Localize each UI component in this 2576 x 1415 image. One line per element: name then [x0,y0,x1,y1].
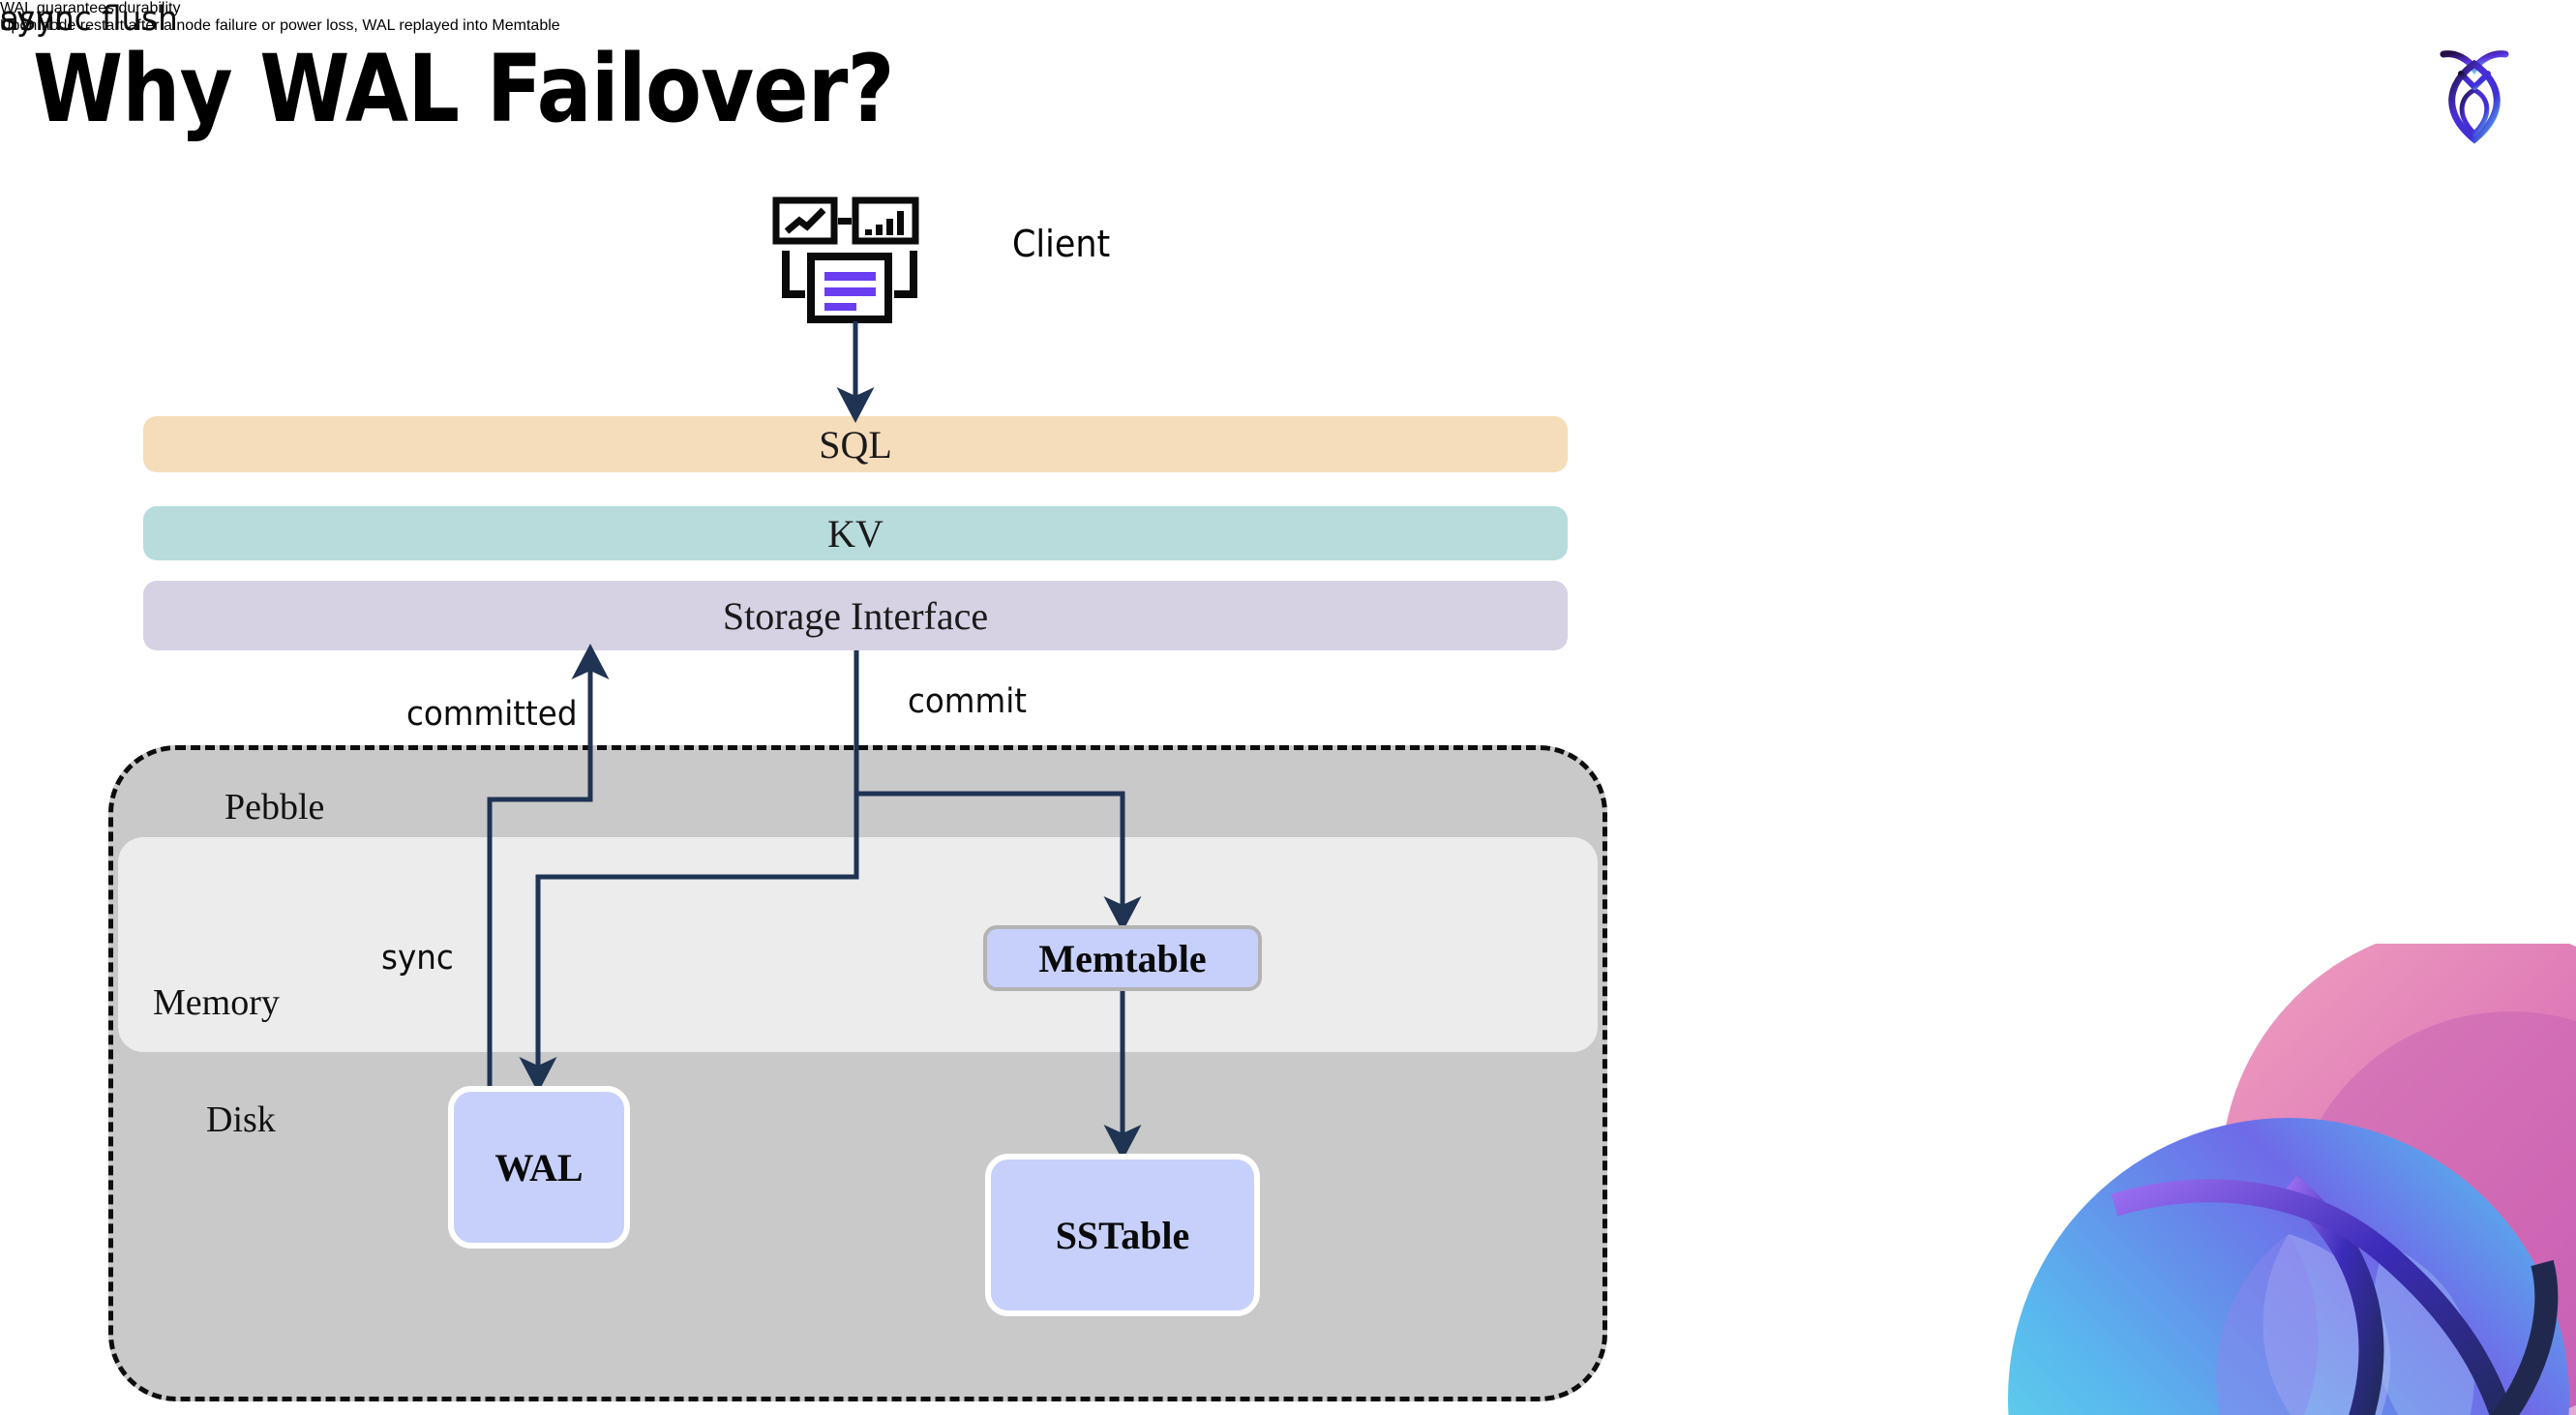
node-label-memtable: Memtable [1038,936,1207,980]
node-memtable: Memtable [983,925,1262,991]
layer-label-storage: Storage Interface [722,593,989,638]
node-label-sstable: SSTable [1055,1213,1190,1257]
layer-bar-kv: KV [143,506,1568,560]
cockroachdb-gradient-artwork [1969,944,2576,1415]
page-title: Why WAL Failover? [33,35,894,143]
client-dashboard-icon [772,196,927,325]
edge-label-committed: committed [406,695,578,734]
region-label-memory: Memory [153,982,280,1023]
layer-label-kv: KV [827,511,884,556]
bullet-text: Upon node restart after a node failure o… [0,17,560,34]
client-label: Client [1012,223,1111,265]
node-wal: WAL [448,1086,630,1249]
edge-label-sync-right: sync [0,0,73,39]
layer-label-sql: SQL [819,422,892,467]
layer-bar-storage-interface: Storage Interface [143,581,1568,650]
edge-label-commit: commit [908,682,1028,721]
layer-bar-sql: SQL [143,416,1568,472]
region-label-disk: Disk [206,1099,276,1140]
edge-label-async-flush: async flush [0,0,178,39]
edge-label-sync-left: sync [381,939,454,978]
list-item: Upon node restart after a node failure o… [0,17,2576,35]
node-label-wal: WAL [494,1145,584,1189]
memory-region [118,837,1598,1052]
bullet-list: WAL guarantees durability Upon node rest… [0,0,2576,35]
cockroachdb-logo-icon [2416,37,2532,158]
node-sstable: SSTable [985,1154,1260,1316]
region-label-pebble: Pebble [225,787,325,828]
bullet-text: WAL guarantees durability [0,0,181,16]
list-item: WAL guarantees durability [0,0,2576,17]
